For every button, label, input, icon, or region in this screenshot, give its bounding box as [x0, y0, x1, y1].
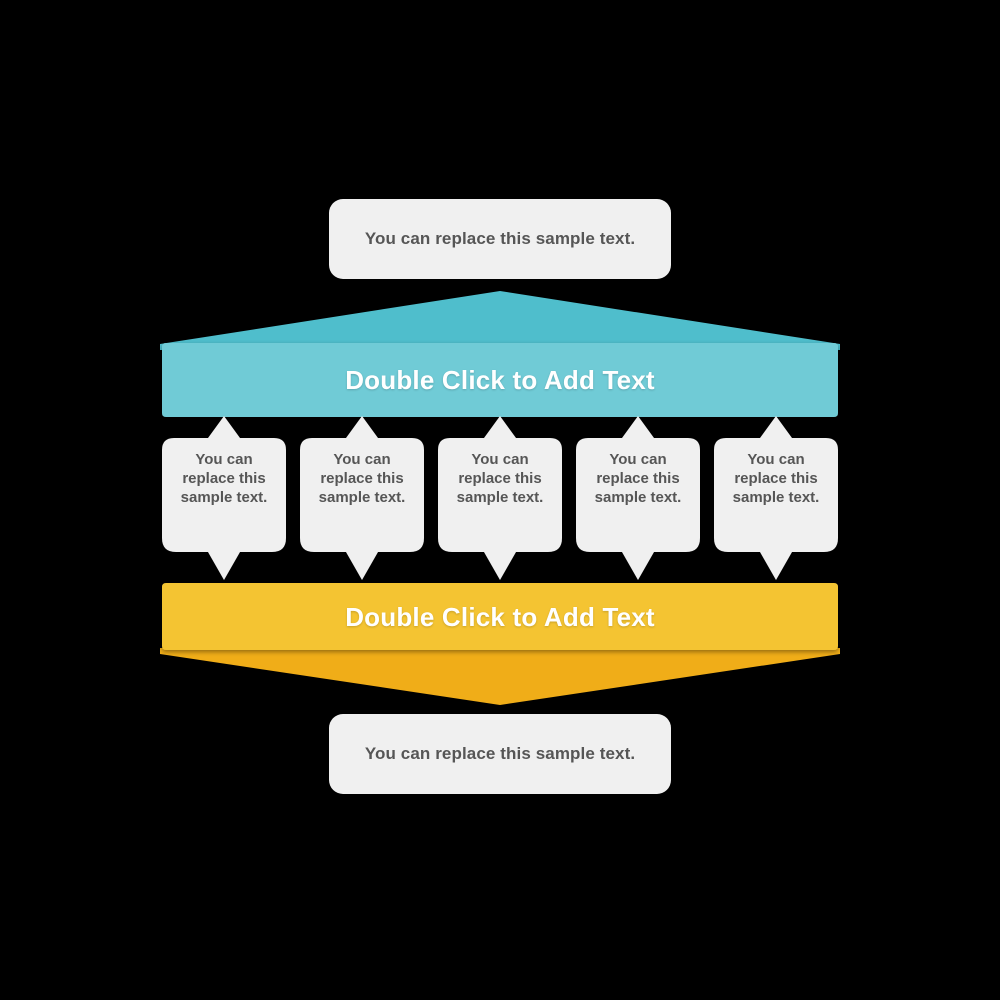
bottom-note-box[interactable]: You can replace this sample text. [329, 714, 671, 794]
callout-2[interactable]: You can replace this sample text. [300, 410, 424, 586]
callout-4-shape [576, 416, 700, 580]
callout-2-shape [300, 416, 424, 580]
callout-row: You can replace this sample text. You ca… [0, 410, 1000, 590]
callout-1-shape [162, 416, 286, 580]
teal-banner[interactable] [0, 288, 1000, 418]
bottom-note-text: You can replace this sample text. [364, 744, 636, 764]
callout-4[interactable]: You can replace this sample text. [576, 410, 700, 586]
callout-5-shape [714, 416, 838, 580]
top-note-box[interactable]: You can replace this sample text. [329, 199, 671, 279]
teal-bar-shape [162, 343, 838, 417]
callout-5[interactable]: You can replace this sample text. [714, 410, 838, 586]
callout-1[interactable]: You can replace this sample text. [162, 410, 286, 586]
yellow-bar-shape [162, 583, 838, 650]
callout-3-shape [438, 416, 562, 580]
callout-3[interactable]: You can replace this sample text. [438, 410, 562, 586]
yellow-banner[interactable] [0, 578, 1000, 710]
top-note-text: You can replace this sample text. [364, 229, 636, 249]
yellow-foot-shape [160, 648, 840, 705]
teal-roof-shape [160, 291, 840, 350]
